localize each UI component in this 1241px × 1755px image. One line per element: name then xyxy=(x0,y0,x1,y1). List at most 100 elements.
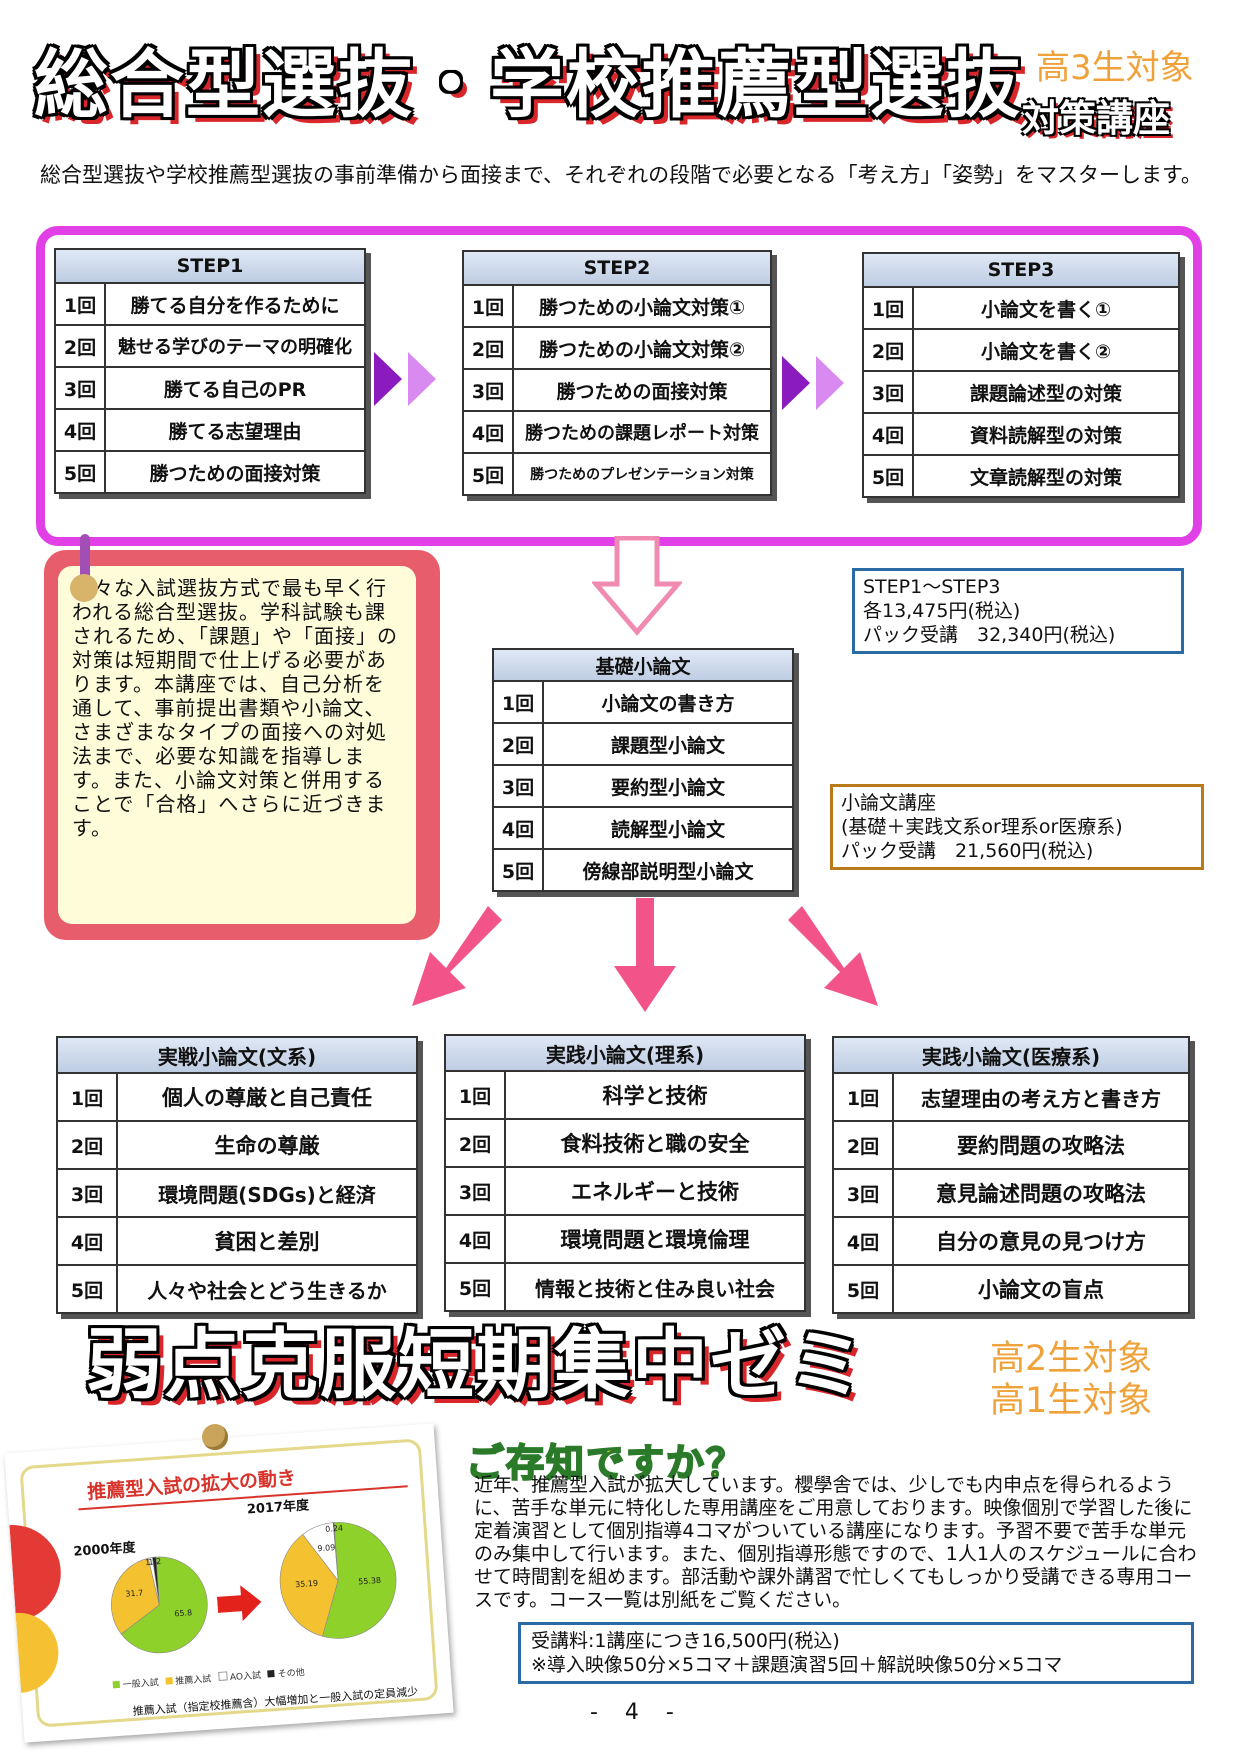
lesson-title: 要約問題の攻略法 xyxy=(892,1120,1190,1170)
iryo-header: 実践小論文(医療系) xyxy=(832,1036,1190,1074)
bunkei-header: 実戦小論文(文系) xyxy=(56,1036,418,1074)
row-number: 5回 xyxy=(462,452,514,496)
lesson-title: 勝つためのプレゼンテーション対策 xyxy=(512,452,772,496)
lesson-title: 勝てる志望理由 xyxy=(104,408,366,452)
price-ron-line2: (基礎＋実践文系or理系or医療系) xyxy=(841,816,1123,838)
lesson-title: 勝てる自分を作るために xyxy=(104,282,366,326)
row-number: 1回 xyxy=(862,286,914,330)
pink-arrows xyxy=(412,898,878,1012)
row-number: 3回 xyxy=(492,764,544,808)
row-number: 1回 xyxy=(54,282,106,326)
step3-header: STEP3 xyxy=(862,252,1180,288)
pie-label-0-1: 31.7 xyxy=(125,1588,143,1598)
row-number: 3回 xyxy=(862,370,914,414)
lesson-title: 課題論述型の対策 xyxy=(912,370,1180,414)
pie-label-0-0: 65.8 xyxy=(174,1608,192,1618)
row-number: 4回 xyxy=(56,1216,118,1266)
red-arrow-icon xyxy=(216,1585,262,1622)
lesson-title: 環境問題と環境倫理 xyxy=(504,1214,806,1264)
pie-label-1-2: 9.09 xyxy=(317,1543,335,1553)
lesson-title: 食料技術と職の安全 xyxy=(504,1118,806,1168)
row-number: 5回 xyxy=(862,454,914,498)
row-number: 5回 xyxy=(54,450,106,494)
row-number: 5回 xyxy=(492,848,544,892)
lesson-title: 勝つための面接対策 xyxy=(512,368,772,412)
lesson-title: 科学と技術 xyxy=(504,1070,806,1120)
price-ron-note: 小論文講座 (基礎＋実践文系or理系or医療系) パック受講 21,560円(税… xyxy=(830,784,1204,870)
page-subtitle: 対策講座 xyxy=(1022,97,1170,140)
lesson-title: 小論文の盲点 xyxy=(892,1264,1190,1314)
row-number: 4回 xyxy=(832,1216,894,1266)
thumbtack-icon xyxy=(202,1424,228,1450)
intro-text: 総合型選抜や学校推薦型選抜の事前準備から面接まで、それぞれの段階で必要となる「考… xyxy=(40,163,1202,187)
pie-2000: 65.8 31.7 1.41.2 xyxy=(111,1556,208,1654)
lesson-title: 情報と技術と住み良い社会 xyxy=(504,1262,806,1312)
lesson-title: 意見論述問題の攻略法 xyxy=(892,1168,1190,1218)
lesson-title: 傍線部説明型小論文 xyxy=(542,848,794,892)
lesson-title: 勝つための小論文対策② xyxy=(512,326,772,370)
row-number: 2回 xyxy=(462,326,514,370)
lesson-title: 小論文の書き方 xyxy=(542,680,794,724)
zemi-fee-line1: 受講料:1講座につき16,500円(税込) xyxy=(531,1630,840,1652)
row-number: 2回 xyxy=(56,1120,118,1170)
row-number: 1回 xyxy=(832,1072,894,1122)
zemi-title: 弱点克服短期集中ゼミ xyxy=(86,1320,866,1409)
row-number: 2回 xyxy=(832,1120,894,1170)
decor-circles xyxy=(8,1525,61,1693)
lesson-title: 要約型小論文 xyxy=(542,764,794,808)
step2-table: STEP2 1回勝つための小論文対策① 2回勝つための小論文対策② 3回勝つため… xyxy=(462,250,772,496)
lesson-title: 環境問題(SDGs)と経済 xyxy=(116,1168,418,1218)
legend-swatch-ippan xyxy=(112,1680,121,1689)
price-step-line2: 各13,475円(税込) xyxy=(863,600,1021,622)
row-number: 4回 xyxy=(444,1214,506,1264)
row-number: 3回 xyxy=(54,366,106,410)
pie-label-1-0: 55.38 xyxy=(358,1576,381,1587)
bunkei-table: 実戦小論文(文系) 1回個人の尊厳と自己責任 2回生命の尊厳 3回環境問題(SD… xyxy=(56,1036,418,1314)
kiso-header: 基礎小論文 xyxy=(492,648,794,682)
pie-slice-1-1 xyxy=(279,1534,339,1637)
row-number: 5回 xyxy=(444,1262,506,1312)
pie-slice-0-3 xyxy=(152,1556,160,1605)
row-number: 3回 xyxy=(56,1168,118,1218)
right-arrow-icon xyxy=(788,906,878,1006)
row-number: 2回 xyxy=(862,328,914,372)
legend-swatch-ao xyxy=(217,1671,228,1681)
pie-slice-0-0 xyxy=(120,1556,208,1654)
row-number: 4回 xyxy=(54,408,106,452)
kiso-table: 基礎小論文 1回小論文の書き方 2回課題型小論文 3回要約型小論文 4回読解型小… xyxy=(492,648,794,892)
page-title: 総合型選抜・学校推薦型選抜 xyxy=(34,42,1022,128)
zemi-question: ご存知ですか？ xyxy=(465,1440,747,1486)
row-number: 2回 xyxy=(54,324,106,368)
pie-label-0-2: 1.4 xyxy=(145,1557,158,1567)
pie-label-0-3: 1.2 xyxy=(148,1557,161,1567)
price-ron-line3: パック受講 21,560円(税込) xyxy=(841,840,1094,862)
zemi-fee-line2: ※導入映像50分×5コマ＋課題演習5回＋解説映像50分×5コマ xyxy=(531,1654,1063,1676)
pie-slice-1-3 xyxy=(332,1522,339,1581)
target-label: 高3生対象 xyxy=(1036,48,1194,88)
price-step-note: STEP1～STEP3 各13,475円(税込) パック受講 32,340円(税… xyxy=(852,568,1184,654)
lesson-title: 個人の尊厳と自己責任 xyxy=(116,1072,418,1122)
lesson-title: 魅せる学びのテーマの明確化 xyxy=(104,324,366,368)
lesson-title: 勝つための面接対策 xyxy=(104,450,366,494)
step1-table: STEP1 1回勝てる自分を作るために 2回魅せる学びのテーマの明確化 3回勝て… xyxy=(54,248,366,494)
memo-text: 様々な入試選抜方式で最も早く行われる総合型選抜。学科試験も課されるため、「課題」… xyxy=(72,576,398,840)
pie-label-1-3: 0.24 xyxy=(325,1524,343,1534)
row-number: 4回 xyxy=(862,412,914,456)
pie-slice-1-0 xyxy=(322,1522,397,1639)
pie-slice-0-1 xyxy=(111,1557,160,1635)
legend-other: その他 xyxy=(277,1667,306,1680)
row-number: 1回 xyxy=(444,1070,506,1120)
lesson-title: 貧困と差別 xyxy=(116,1216,418,1266)
lesson-title: 読解型小論文 xyxy=(542,806,794,850)
row-number: 1回 xyxy=(462,284,514,328)
down-arrow-icon xyxy=(592,536,682,636)
price-step-line1: STEP1～STEP3 xyxy=(863,576,1001,598)
lesson-title: 勝つための課題レポート対策 xyxy=(512,410,772,454)
price-step-line3: パック受講 32,340円(税込) xyxy=(863,624,1116,646)
pin-icon xyxy=(80,534,90,584)
row-number: 5回 xyxy=(832,1264,894,1314)
legend-swatch-other xyxy=(267,1670,276,1678)
row-number: 3回 xyxy=(462,368,514,412)
